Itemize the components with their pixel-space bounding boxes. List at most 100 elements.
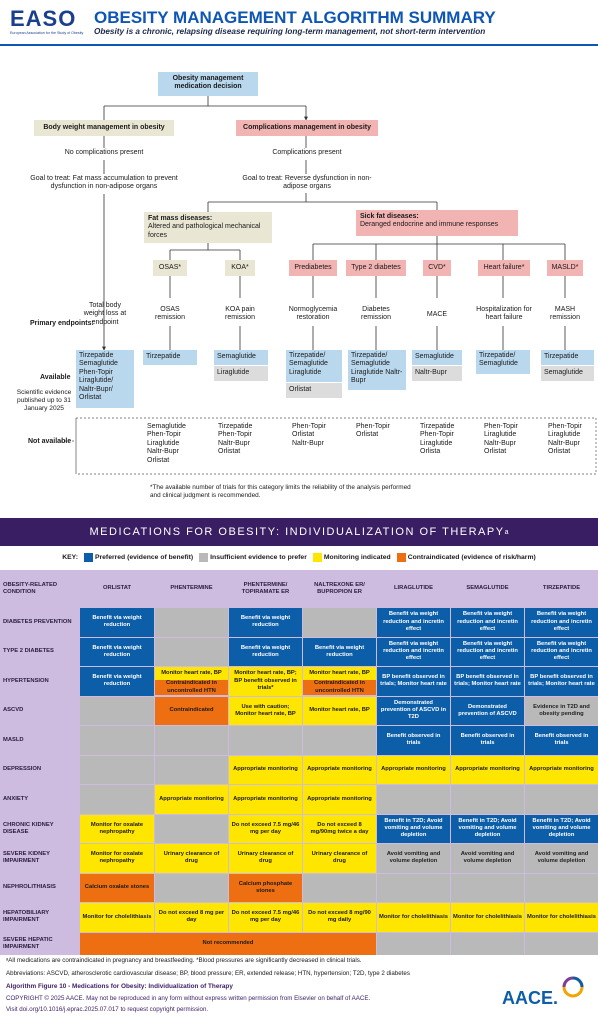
not-available-item: Phen-Topir [484,423,518,430]
easo-logo-subtitle: European Association for the Study of Ob… [10,31,84,35]
key-swatch [396,552,406,562]
row-label: DIABETES PREVENTION [3,618,72,625]
table-cell: BP benefit observed in trials; Monitor h… [377,667,450,696]
table-cell: Benefit via weight reduction [80,608,154,637]
not-available-item: Phen-Topir [420,431,454,439]
table-corner-header: OBESITY-RELATED CONDITION [3,582,58,595]
table-cell: Demonstrated prevention of ASCVD in T2D [377,696,450,725]
table-cell: Monitor heart rate, BP [303,696,376,725]
key-swatch [83,552,93,562]
available-cvd: Semaglutide [412,350,462,365]
table-cell: Urinary clearance of drug [303,844,376,873]
available-koa-insufficient: Liraglutide [214,366,268,381]
table-cell: Benefit via weight reduction and increti… [377,608,450,637]
table-cell: Calcium phosphate stones [229,873,302,902]
table-cell: Monitor for cholelithiasis [451,903,524,932]
doi-link[interactable]: Visit doi.org/10.1016/j.eprac.2025.07.01… [6,1006,209,1013]
key-label: KEY: [62,553,78,561]
not-available-item: Naltr-Bupr [147,448,179,456]
key-item-label: Insufficient evidence to prefer [210,553,307,561]
not-available-item: Tirzepatide [420,423,455,430]
abbrev-label: Abbreviations: [6,970,46,977]
table-cell [451,785,524,814]
available-prediabetes: Tirzepatide/ Semaglutide Liraglutide [286,350,342,382]
table-cell: Urinary clearance of drug [155,844,228,873]
table-cell: Contraindicated in uncontrolled HTN [303,679,376,696]
sick-fat-diseases-box: Sick fat diseases: Deranged endocrine an… [356,210,518,236]
header: EASO European Association for the Study … [0,0,598,44]
table-cell: Benefit observed in trials [377,726,450,755]
copyright: COPYRIGHT © 2025 AACE. May not be reprod… [6,995,371,1002]
individualization-banner: MEDICATIONS FOR OBESITY: INDIVIDUALIZATI… [0,518,598,546]
flowchart-footnote: *The available number of trials for this… [150,484,411,499]
table-cell [377,785,450,814]
table-footnote: ᵃAll medications are contraindicated in … [6,957,362,964]
table-cell: Monitor heart rate, BP [303,667,376,680]
table-cell: Contraindicated in uncontrolled HTN [155,679,228,696]
column-header: SEMAGLUTIDE [466,585,509,592]
table-cell: Benefit in T2D; Avoid vomiting and volum… [451,814,524,843]
available-koa: Semaglutide [214,350,268,365]
available-cvd-insufficient: Naltr-Bupr [412,366,462,381]
table-cell: Monitor for oxalate nephropathy [80,814,154,843]
aace-logo-mark [562,976,584,998]
header-divider [0,44,598,46]
easo-logo: EASO [10,6,77,31]
not-available-item: Orlistat [356,431,379,439]
table-cell: Appropriate monitoring [303,755,376,784]
not-available-item: Tirzepatide [218,423,253,430]
row-label: HYPERTENSION [3,677,49,684]
table-cell [80,696,154,725]
not-available-label: Not available [28,438,72,445]
table-cell: Benefit via weight reduction and increti… [451,637,524,666]
key-item: Preferred (evidence of benefit) [83,552,193,562]
not-available-item: Phen-Topir [147,431,181,439]
not-available-item: Orlistat [548,448,571,456]
fat-mass-diseases-box: Fat mass diseases: Altered and pathologi… [144,212,272,243]
fat-mass-title: Fat mass diseases: [148,215,213,222]
not-available-item: Orlista [420,448,441,456]
table-cell: Appropriate monitoring [377,755,450,784]
table-cell: Benefit via weight reduction and increti… [377,637,450,666]
available-t2d: Tirzepatide/ Semaglutide Liraglutide Nal… [348,350,406,390]
row-label: TYPE 2 DIABETES [3,648,54,655]
table-cell: Benefit via weight reduction and increti… [451,608,524,637]
table-cell: Calcium oxalate stones [80,873,154,902]
column-header: ORLISTAT [102,585,132,592]
table-cell [451,932,524,955]
row-label: SEVERE KIDNEY IMPAIRMENT [3,851,50,865]
endpoint-diabetes-remission: Diabetes remission [361,306,391,322]
sick-fat-desc: Deranged endocrine and immune responses [360,221,499,229]
table-cell: Monitor heart rate, BP [155,667,228,680]
table-cell [155,637,228,666]
row-label: MASLD [3,736,24,743]
endpoint-mash: MASH remission [550,306,580,322]
endpoint-osas: OSAS remission [155,306,185,322]
endpoint-koa: KOA pain remission [225,306,255,322]
table-cell: Monitor for cholelithiasis [525,903,598,932]
not-available-item: Orlistat [484,448,507,456]
table-cell: Appropriate monitoring [451,755,524,784]
primary-endpoints-label: Primary endpoints: [30,320,94,327]
key-items: Preferred (evidence of benefit) Insuffici… [83,552,536,562]
disease-heart-failure: Heart failure* [478,260,530,276]
abbreviations: Abbreviations: ASCVD, atherosclerotic ca… [6,970,410,977]
not-available-item: Liraglutide [548,431,581,439]
available-masld: Tirzepatide [541,350,594,365]
table-cell: Demonstrated prevention of ASCVD [451,696,524,725]
table-cell [80,785,154,814]
left-goal-text: Goal to treat: Fat mass accumulation to … [30,175,178,191]
table-cell [303,608,376,637]
disease-type2-diabetes: Type 2 diabetes [346,260,406,276]
scientific-evidence-note: Scientific evidence published up to 31 J… [16,389,72,412]
row-label: ANXIETY [3,795,29,802]
table-cell: Benefit via weight reduction [303,637,376,666]
table-cell: Monitor for cholelithiasis [377,903,450,932]
table-cell [303,726,376,755]
